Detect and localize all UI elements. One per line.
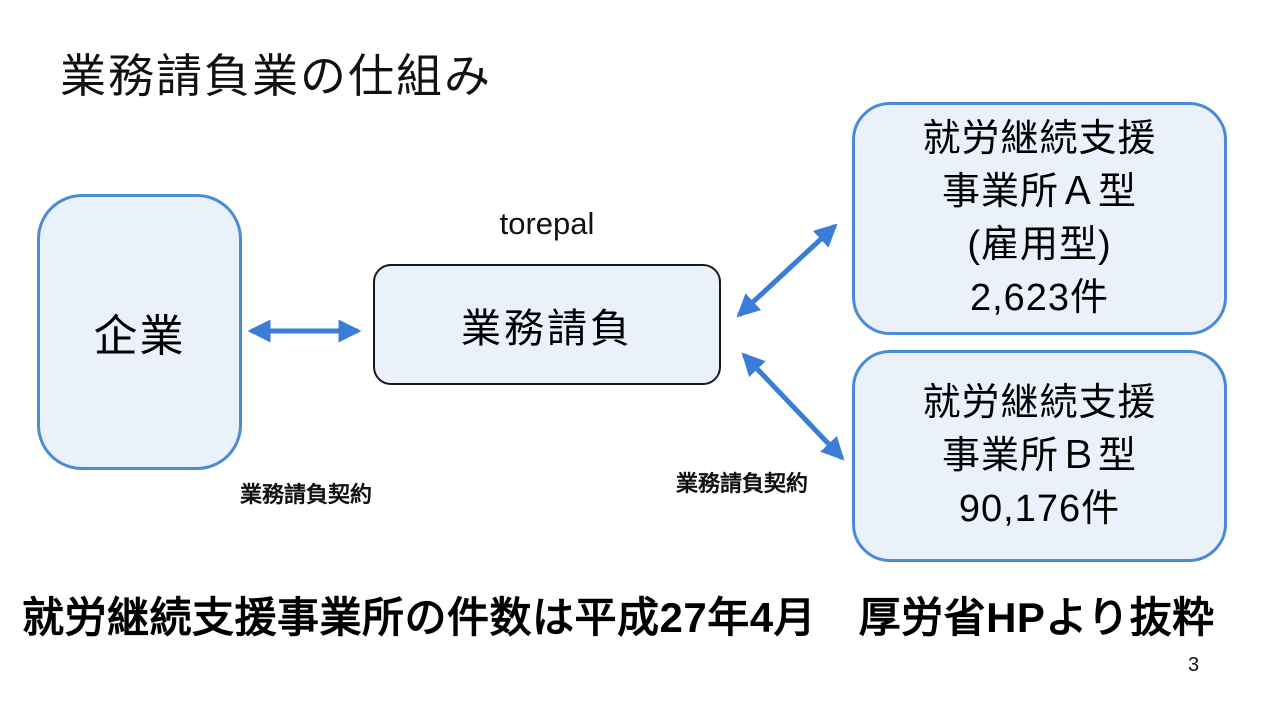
company-label: 企業: [93, 312, 186, 361]
office-b-line: 事業所Ｂ型: [941, 434, 1137, 477]
contractor-box: 業務請負: [373, 264, 721, 385]
contractor-office-b-arrow: [741, 352, 845, 461]
office-a-line: 事業所Ａ型: [941, 170, 1137, 213]
office-b-line: 就労継続支援: [922, 381, 1157, 424]
slide-title: 業務請負業の仕組み: [60, 50, 492, 102]
page-number: 3: [1188, 654, 1200, 676]
office-a-line: 就労継続支援: [922, 117, 1157, 160]
office-a-box: 就労継続支援 事業所Ａ型 (雇用型) 2,623件: [852, 102, 1227, 335]
office-a-count: 2,623件: [969, 276, 1110, 319]
footnote: 就労継続支援事業所の件数は平成27年4月 厚労省HPより抜粋: [22, 594, 1215, 641]
torepal-caption: torepal: [499, 206, 595, 241]
office-b-count: 90,176件: [958, 487, 1121, 530]
office-b-box: 就労継続支援 事業所Ｂ型 90,176件: [852, 350, 1227, 562]
contractor-office-a-arrow: [736, 223, 838, 318]
company-box: 企業: [37, 194, 242, 470]
contract-label-right: 業務請負契約: [676, 471, 809, 496]
contractor-label: 業務請負: [461, 306, 633, 351]
contract-label-left: 業務請負契約: [240, 482, 373, 507]
office-a-line: (雇用型): [967, 223, 1112, 266]
